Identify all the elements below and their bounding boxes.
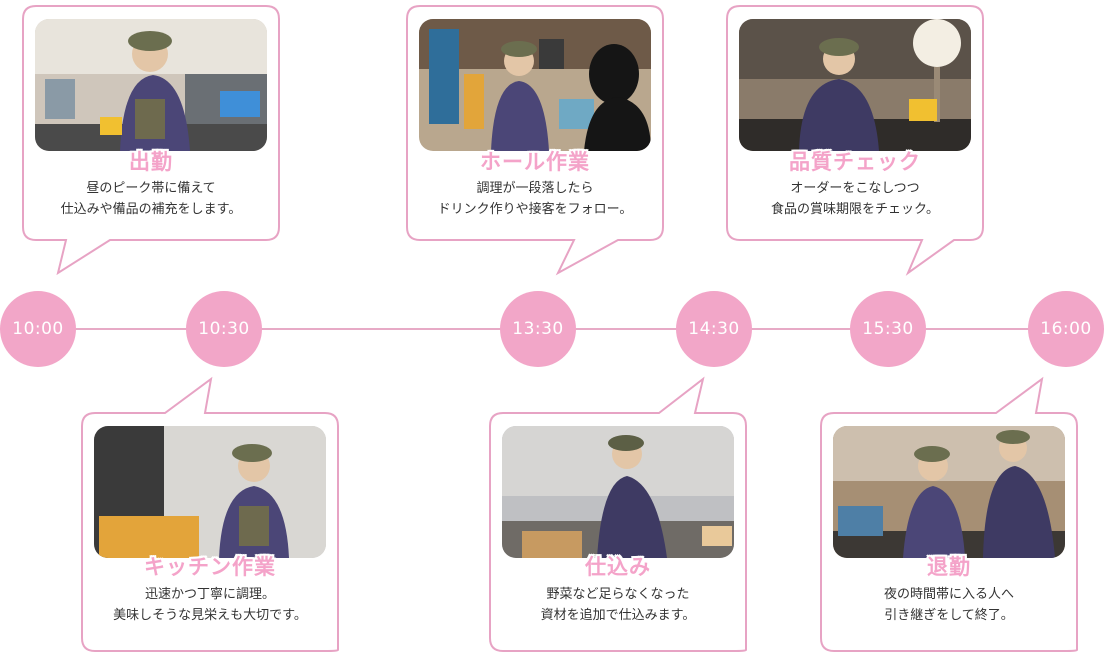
time-label: 10:00 <box>12 319 64 339</box>
time-marker: 10:30 <box>186 291 262 367</box>
card-description: 夜の時間帯に入る人へ 引き継ぎをして終了。 <box>820 584 1078 626</box>
card-description-line: 美味しそうな見栄えも大切です。 <box>113 608 307 623</box>
card-description-line: 資材を追加で仕込みます。 <box>540 608 696 623</box>
schedule-card-kitchen-work: キッチン作業 迅速かつ丁寧に調理。 美味しそうな見栄えも大切です。 <box>81 376 339 652</box>
card-photo <box>739 19 971 151</box>
card-title: 退勤 <box>927 555 971 579</box>
time-label: 15:30 <box>862 319 914 339</box>
schedule-card-hall-work: ホール作業 調理が一段落したら ドリンク作りや接客をフォロー。 <box>406 5 664 276</box>
card-description-line: ドリンク作りや接客をフォロー。 <box>437 202 633 217</box>
card-description: オーダーをこなしつつ 食品の賞味期限をチェック。 <box>726 178 984 220</box>
card-photo <box>419 19 651 151</box>
card-photo <box>94 426 326 558</box>
card-description-line: 調理が一段落したら <box>476 181 594 196</box>
card-description-line: 昼のピーク帯に備えて <box>86 181 216 196</box>
card-title: 品質チェック <box>789 150 921 174</box>
card-title: 出勤 <box>129 150 173 174</box>
card-photo <box>502 426 734 558</box>
card-description-line: 引き継ぎをして終了。 <box>884 608 1014 623</box>
schedule-card-clock-out: 退勤 夜の時間帯に入る人へ 引き継ぎをして終了。 <box>820 376 1078 652</box>
time-label: 10:30 <box>198 319 250 339</box>
card-photo <box>833 426 1065 558</box>
card-description: 昼のピーク帯に備えて 仕込みや備品の補充をします。 <box>22 178 280 220</box>
schedule-card-clock-in: 出勤 昼のピーク帯に備えて 仕込みや備品の補充をします。 <box>22 5 280 276</box>
card-description-line: 野菜など足らなくなった <box>546 587 690 602</box>
card-description: 野菜など足らなくなった 資材を追加で仕込みます。 <box>489 584 747 626</box>
card-title: ホール作業 <box>480 150 590 174</box>
card-title: キッチン作業 <box>144 555 276 579</box>
schedule-card-quality-check: 品質チェック オーダーをこなしつつ 食品の賞味期限をチェック。 <box>726 5 984 276</box>
card-description: 調理が一段落したら ドリンク作りや接客をフォロー。 <box>406 178 664 220</box>
time-marker: 13:30 <box>500 291 576 367</box>
card-photo <box>35 19 267 151</box>
card-description-line: 夜の時間帯に入る人へ <box>883 587 1014 602</box>
time-label: 14:30 <box>688 319 740 339</box>
time-marker: 15:30 <box>850 291 926 367</box>
time-marker: 16:00 <box>1028 291 1104 367</box>
schedule-card-prep: 仕込み 野菜など足らなくなった 資材を追加で仕込みます。 <box>489 376 747 652</box>
time-label: 13:30 <box>512 319 564 339</box>
time-marker: 14:30 <box>676 291 752 367</box>
time-label: 16:00 <box>1040 319 1092 339</box>
card-description-line: オーダーをこなしつつ <box>790 181 920 196</box>
card-description-line: 食品の賞味期限をチェック。 <box>771 202 939 217</box>
time-marker: 10:00 <box>0 291 76 367</box>
card-description: 迅速かつ丁寧に調理。 美味しそうな見栄えも大切です。 <box>81 584 339 626</box>
card-title: 仕込み <box>585 555 651 579</box>
card-description-line: 迅速かつ丁寧に調理。 <box>144 587 275 602</box>
card-description-line: 仕込みや備品の補充をします。 <box>60 202 242 217</box>
